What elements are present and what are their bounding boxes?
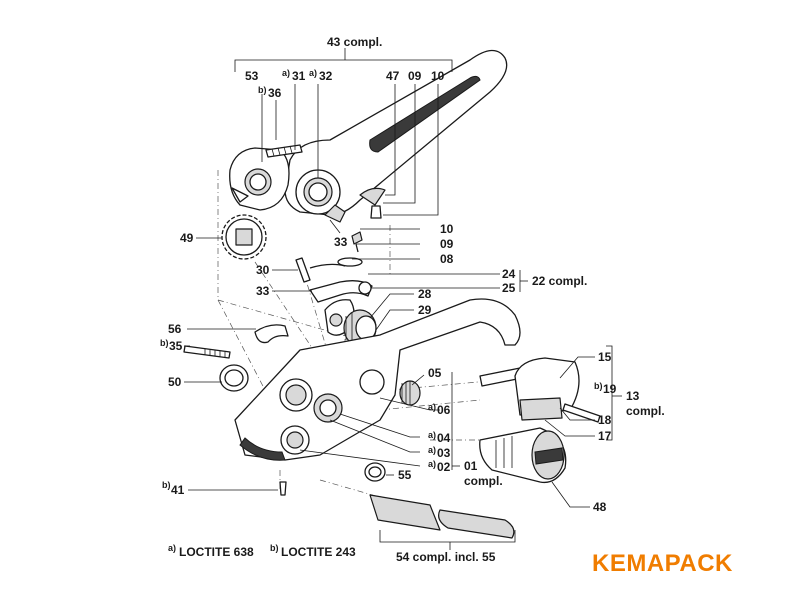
assembly-label-01-line1: 01 — [464, 459, 478, 473]
part-label-24: 24 — [502, 267, 516, 281]
part-label-04: 04 — [437, 431, 451, 445]
assembly-label-13-line1: 13 — [626, 389, 640, 403]
superscript-a-31: a) — [282, 68, 290, 78]
part-label-25: 25 — [502, 281, 516, 295]
superscript-a-03: a) — [428, 445, 436, 455]
part-label-09-top: 09 — [408, 69, 422, 83]
assembly-label-01-line2: compl. — [464, 474, 503, 488]
part-label-19: 19 — [603, 382, 617, 396]
kemapack-logo: KEMAPACK — [592, 550, 733, 577]
legend-b-marker: b) — [270, 543, 279, 553]
handle-lever-43 — [284, 49, 508, 223]
part-label-35: 35 — [169, 339, 183, 353]
part-label-36: 36 — [268, 86, 282, 100]
legend: a) LOCTITE 638 b) LOCTITE 243 — [168, 543, 356, 559]
part-label-10-top: 10 — [431, 69, 445, 83]
part-label-02: 02 — [437, 460, 451, 474]
superscript-a-04: a) — [428, 430, 436, 440]
part-label-29: 29 — [418, 303, 432, 317]
part-label-03: 03 — [437, 446, 451, 460]
part-label-55: 55 — [398, 468, 412, 482]
shaft-48 — [479, 427, 567, 484]
part-label-09-mid: 09 — [440, 237, 454, 251]
superscript-b-35: b) — [160, 338, 169, 348]
legend-b-text: LOCTITE 243 — [281, 545, 356, 559]
superscript-b-41: b) — [162, 480, 171, 490]
part-label-28: 28 — [418, 287, 432, 301]
base-frame-01 — [234, 298, 521, 461]
superscript-b-36: b) — [258, 85, 267, 95]
superscript-a-06: a) — [428, 402, 436, 412]
part-label-48: 48 — [593, 500, 607, 514]
legend-a-text: LOCTITE 638 — [179, 545, 254, 559]
part-label-33-upper: 33 — [334, 235, 348, 249]
part-label-56: 56 — [168, 322, 182, 336]
part-label-32: 32 — [319, 69, 333, 83]
assembly-label-54: 54 compl. incl. 55 — [396, 550, 496, 564]
screw-36 — [265, 144, 303, 158]
gear-wheel-49 — [221, 214, 267, 260]
spring-56 — [254, 324, 289, 344]
bolt-10 — [351, 231, 363, 253]
part-label-50: 50 — [168, 375, 182, 389]
part-label-15: 15 — [598, 350, 612, 364]
part-label-33-lower: 33 — [256, 284, 270, 298]
part-label-05: 05 — [428, 366, 442, 380]
part-label-53: 53 — [245, 69, 259, 83]
circlip-55 — [364, 462, 386, 482]
threaded-pin-35 — [183, 345, 231, 359]
part-label-47: 47 — [386, 69, 400, 83]
part-label-10-mid: 10 — [440, 222, 454, 236]
assembly-label-22: 22 compl. — [532, 274, 587, 288]
part-labels: 43 compl. 53 a) 31 a) 32 47 09 10 b) 36 … — [160, 35, 665, 564]
tube-54 — [369, 494, 515, 539]
superscript-b-19: b) — [594, 381, 603, 391]
part-label-06: 06 — [437, 403, 451, 417]
pawl-09-10 — [359, 187, 386, 219]
bearing-05 — [399, 380, 421, 406]
part-label-41: 41 — [171, 483, 185, 497]
assembly-label-43: 43 compl. — [327, 35, 382, 49]
assembly-label-13-line2: compl. — [626, 404, 665, 418]
circlip-50 — [219, 364, 249, 392]
part-label-30: 30 — [256, 263, 270, 277]
part-label-17: 17 — [598, 429, 612, 443]
lever-arm-24-25 — [309, 280, 373, 336]
slide-assembly-13 — [479, 357, 601, 423]
part-label-08: 08 — [440, 252, 454, 266]
washer-09-08 — [309, 257, 363, 269]
screw-41 — [279, 481, 287, 496]
legend-a-marker: a) — [168, 543, 176, 553]
part-label-49: 49 — [180, 231, 194, 245]
part-label-18: 18 — [598, 413, 612, 427]
superscript-a-32: a) — [309, 68, 317, 78]
leader-lines — [184, 48, 622, 550]
part-label-31: 31 — [292, 69, 306, 83]
pin-30 — [295, 257, 311, 283]
superscript-a-02: a) — [428, 459, 436, 469]
side-cover-53 — [229, 147, 290, 211]
